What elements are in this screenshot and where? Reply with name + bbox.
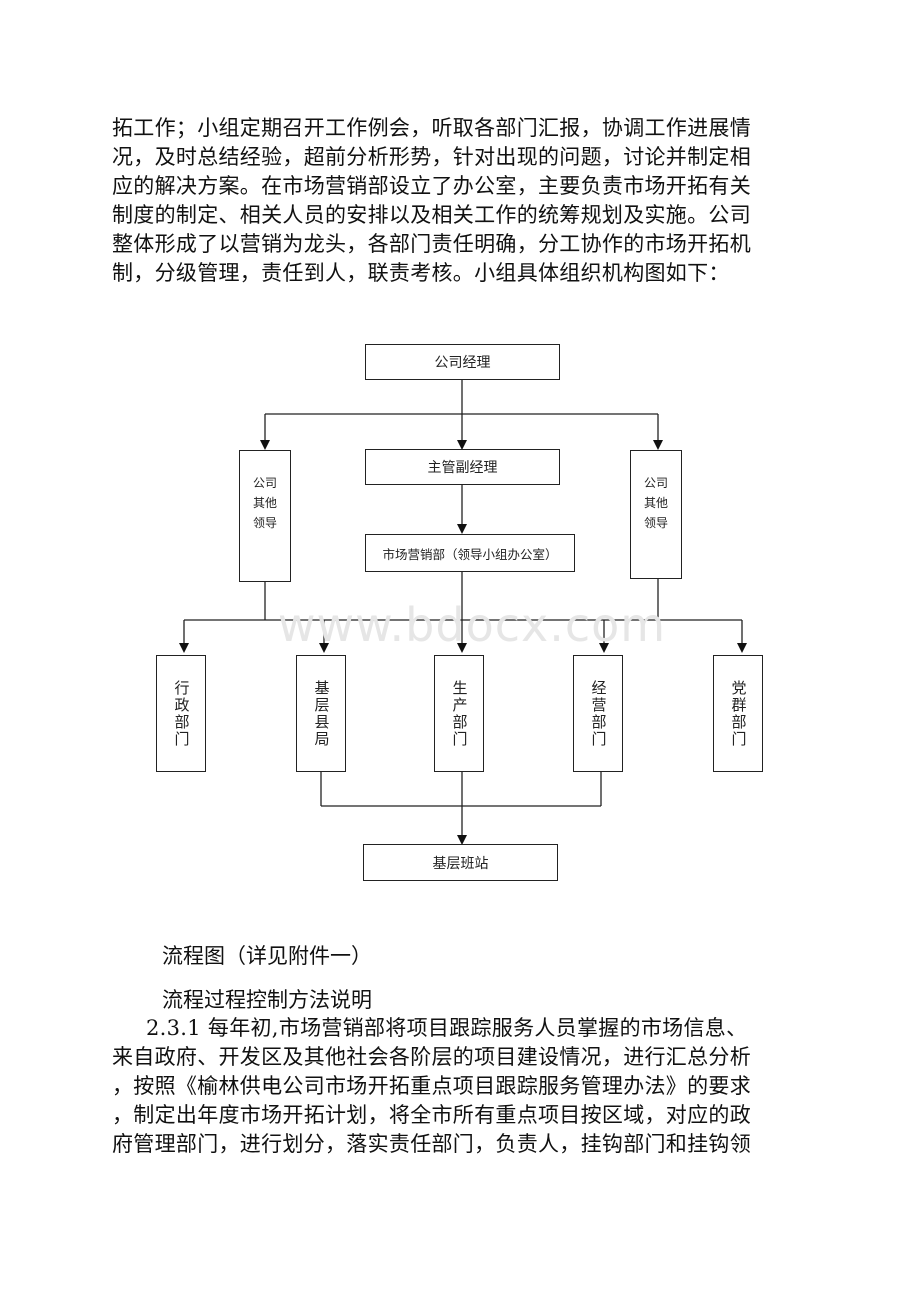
body-line: ，制定出年度市场开拓计划，将全市所有重点项目按区域，对应的政 [112,1103,751,1127]
org-box-dept-party: 党群部门 [713,655,763,772]
watermark: www.bdocx.com [277,598,667,652]
org-box-dept-admin: 行政部门 [156,655,206,772]
intro-line: 况，及时总结经验，超前分析形势，针对出现的问题，讨论并制定相 [112,145,751,169]
org-box-other-leader-left: 公司 其他 领导 [239,450,291,582]
body-line: ，按照《榆林供电公司市场开拓重点项目跟踪服务管理办法》的要求 [112,1074,751,1098]
intro-paragraph: 拓工作；小组定期召开工作例会，听取各部门汇报，协调工作进展情 况，及时总结经验，… [112,114,812,288]
intro-line: 拓工作；小组定期召开工作例会，听取各部门汇报，协调工作进展情 [112,116,751,140]
arrow-marketing [457,524,467,534]
org-box-deputy-manager: 主管副经理 [365,449,560,485]
arrow-right-leader [653,440,663,450]
org-box-dept-county: 基层县局 [296,655,346,772]
org-box-base-station: 基层班站 [363,844,558,881]
org-box-dept-production: 生产部门 [434,655,484,772]
caption-method: 流程过程控制方法说明 [162,988,372,1012]
org-box-other-leader-right: 公司 其他 领导 [630,450,682,579]
arrow-left-leader [260,440,270,450]
body-line: 来自政府、开发区及其他社会各阶层的项目建设情况，进行汇总分析 [112,1045,751,1069]
intro-line: 整体形成了以营销为龙头，各部门责任明确，分工协作的市场开拓机 [112,232,751,256]
body-paragraph: 2.3.1 每年初,市场营销部将项目跟踪服务人员掌握的市场信息、 来自政府、开发… [112,1014,812,1159]
body-line: 府管理部门，进行划分，落实责任部门，负责人，挂钩部门和挂钩领 [112,1132,751,1156]
org-box-dept-sales: 经营部门 [573,655,623,772]
caption-flow-chart: 流程图（详见附件一） [162,944,372,968]
intro-line: 制，分级管理，责任到人，联责考核。小组具体组织机构图如下： [112,261,730,285]
body-line: 2.3.1 每年初,市场营销部将项目跟踪服务人员掌握的市场信息、 [146,1016,748,1040]
intro-line: 应的解决方案。在市场营销部设立了办公室，主要负责市场开拓有关 [112,174,751,198]
org-box-manager: 公司经理 [365,344,560,380]
arrow-dept-1 [179,643,189,653]
org-box-marketing-office: 市场营销部（领导小组办公室） [365,534,575,572]
arrow-dept-5 [737,643,747,653]
intro-line: 制度的制定、相关人员的安排以及相关工作的统筹规划及实施。公司 [112,203,751,227]
